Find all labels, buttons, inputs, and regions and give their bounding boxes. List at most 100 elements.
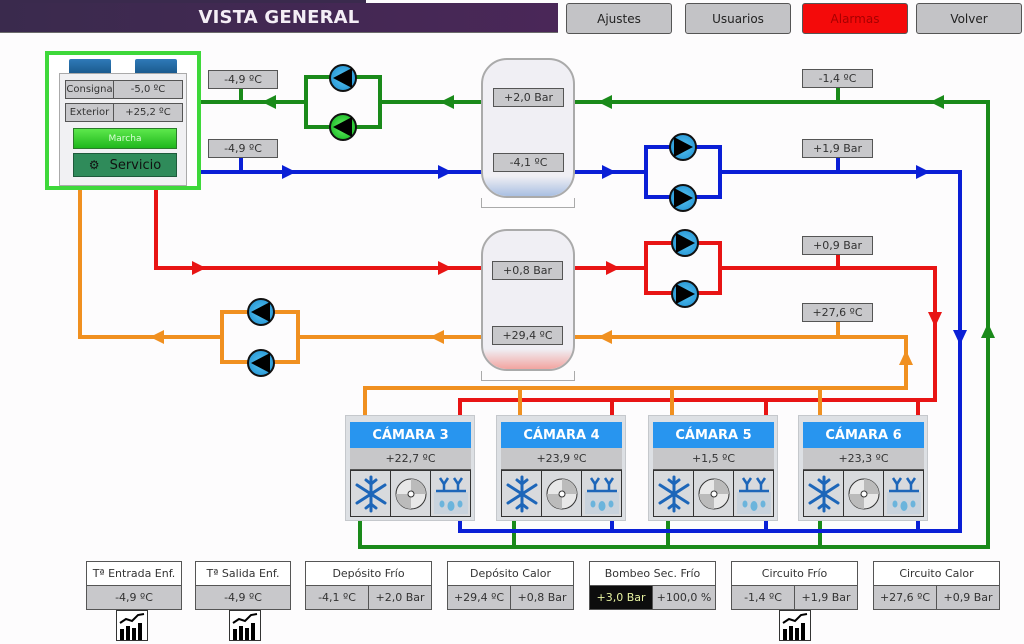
flow-arrow [899, 350, 913, 365]
pump-green-1 [329, 64, 357, 92]
circuito-calor-temp: +27,6 ºC [802, 303, 873, 322]
servicio-button[interactable]: ⚙ Servicio [73, 153, 177, 177]
panel-value: +29,4 ºC [448, 586, 511, 609]
flow-arrow [282, 165, 296, 179]
pump-green-2 [329, 113, 357, 141]
flow-arrow [598, 95, 612, 109]
green-flow-arrows [262, 95, 995, 338]
chiller-unit[interactable]: Consigna -5,0 ºC Exterior +25,2 ºC March… [45, 51, 201, 190]
header-top-line [0, 0, 366, 3]
panel-value: +1,9 Bar [795, 586, 857, 609]
red-flow-arrows [192, 261, 942, 327]
panel-title: Tª Salida Enf. [196, 562, 290, 586]
tank-legs [481, 198, 575, 208]
panel-deposito-calor: Depósito Calor +29,4 ºC+0,8 Bar [447, 561, 574, 610]
defrost-icon [884, 471, 923, 516]
pump-blue-1 [669, 133, 697, 161]
consigna-row: Consigna -5,0 ºC [65, 80, 183, 99]
panel-title: Depósito Calor [448, 562, 573, 586]
deposito-frio[interactable] [481, 58, 575, 198]
alarmas-button[interactable]: Alarmas [802, 3, 908, 34]
trend-chart-icon[interactable] [116, 610, 148, 641]
panel-circuito-calor: Circuito Calor +27,6 ºC+0,9 Bar [873, 561, 1000, 610]
trend-chart-icon[interactable] [779, 610, 811, 641]
snowflake-icon [351, 471, 391, 516]
flow-arrow [192, 261, 206, 275]
flow-arrow [602, 165, 616, 179]
exterior-row: Exterior +25,2 ºC [65, 103, 183, 122]
panel-value: -1,4 ºC [732, 586, 795, 609]
deposito-calor[interactable] [481, 229, 575, 371]
fan-icon [844, 471, 884, 516]
panel-value: -4,9 ºC [87, 586, 181, 609]
defrost-icon [582, 471, 621, 516]
camara-status-icons [501, 470, 622, 517]
camara-card[interactable]: CÁMARA 5+1,5 ºC [648, 415, 778, 521]
camara-card[interactable]: CÁMARA 6+23,3 ºC [798, 415, 928, 521]
panel-title: Depósito Frío [306, 562, 431, 586]
panel-t-entrada-enf: Tª Entrada Enf. -4,9 ºC [86, 561, 182, 610]
camara-card[interactable]: CÁMARA 4+23,9 ºC [496, 415, 626, 521]
tank-legs [481, 371, 575, 381]
panel-value: -4,1 ºC [306, 586, 369, 609]
pump-orange-1 [247, 298, 275, 326]
fan-icon [694, 471, 734, 516]
fan-icon [391, 471, 431, 516]
flow-arrow [440, 95, 454, 109]
consigna-value[interactable]: -5,0 ºC [130, 84, 166, 95]
flow-arrow [438, 165, 452, 179]
deposito-calor-pres: +0,8 Bar [492, 261, 563, 280]
pump-red-1 [671, 229, 699, 257]
flow-arrow [438, 261, 452, 275]
camara-temp: +23,3 ºC [803, 448, 924, 470]
camara-temp: +23,9 ºC [501, 448, 622, 470]
flow-arrow [606, 261, 620, 275]
camara-status-icons [653, 470, 774, 517]
cold-level [483, 176, 573, 196]
panel-circuito-frio: Circuito Frío -1,4 ºC+1,9 Bar [731, 561, 858, 610]
panel-title: Bombeo Sec. Frío [590, 562, 715, 586]
flow-arrow [150, 330, 164, 344]
camara-card[interactable]: CÁMARA 3+22,7 ºC [345, 415, 475, 521]
panel-value: +0,8 Bar [511, 586, 573, 609]
circuito-frio-pres: +1,9 Bar [802, 139, 873, 158]
panel-t-salida-enf: Tª Salida Enf. -4,9 ºC [195, 561, 291, 610]
flow-arrow [930, 95, 944, 109]
camara-temp: +1,5 ºC [653, 448, 774, 470]
pump-orange-2 [247, 349, 275, 377]
pump-blue-2 [669, 184, 697, 212]
orange-flow-arrows [150, 330, 913, 365]
pump-red-2 [671, 280, 699, 308]
page-title: VISTA GENERAL [198, 7, 360, 28]
flow-arrow [430, 330, 444, 344]
panel-value: +27,6 ºC [874, 586, 937, 609]
flow-arrow [928, 312, 942, 327]
exterior-label: Exterior [66, 104, 114, 121]
bombeo-setpoint-input[interactable]: +3,0 Bar [590, 586, 653, 609]
fan-icon [542, 471, 582, 516]
marcha-status[interactable]: Marcha [73, 128, 177, 149]
flow-arrow [981, 323, 995, 338]
usuarios-button[interactable]: Usuarios [685, 3, 791, 34]
deposito-frio-pres: +2,0 Bar [493, 88, 564, 107]
deposito-frio-temp: -4,1 ºC [493, 153, 564, 172]
snowflake-icon [502, 471, 542, 516]
flow-arrow [262, 95, 276, 109]
camara-status-icons [350, 470, 471, 517]
chiller-fan-icon [69, 59, 111, 73]
camara-name: CÁMARA 4 [501, 422, 622, 448]
camara-name: CÁMARA 5 [653, 422, 774, 448]
panel-value: +100,0 % [653, 586, 715, 609]
title-bar: VISTA GENERAL [0, 3, 558, 33]
volver-button[interactable]: Volver [916, 3, 1022, 34]
camara-name: CÁMARA 3 [350, 422, 471, 448]
defrost-icon [431, 471, 470, 516]
snowflake-icon [654, 471, 694, 516]
trend-chart-icon[interactable] [229, 610, 261, 641]
servicio-label: Servicio [109, 157, 162, 173]
panel-value: +2,0 Bar [369, 586, 431, 609]
ajustes-button[interactable]: Ajustes [566, 3, 672, 34]
panel-title: Circuito Calor [874, 562, 999, 586]
panel-value: +0,9 Bar [937, 586, 999, 609]
flow-arrow [598, 330, 612, 344]
